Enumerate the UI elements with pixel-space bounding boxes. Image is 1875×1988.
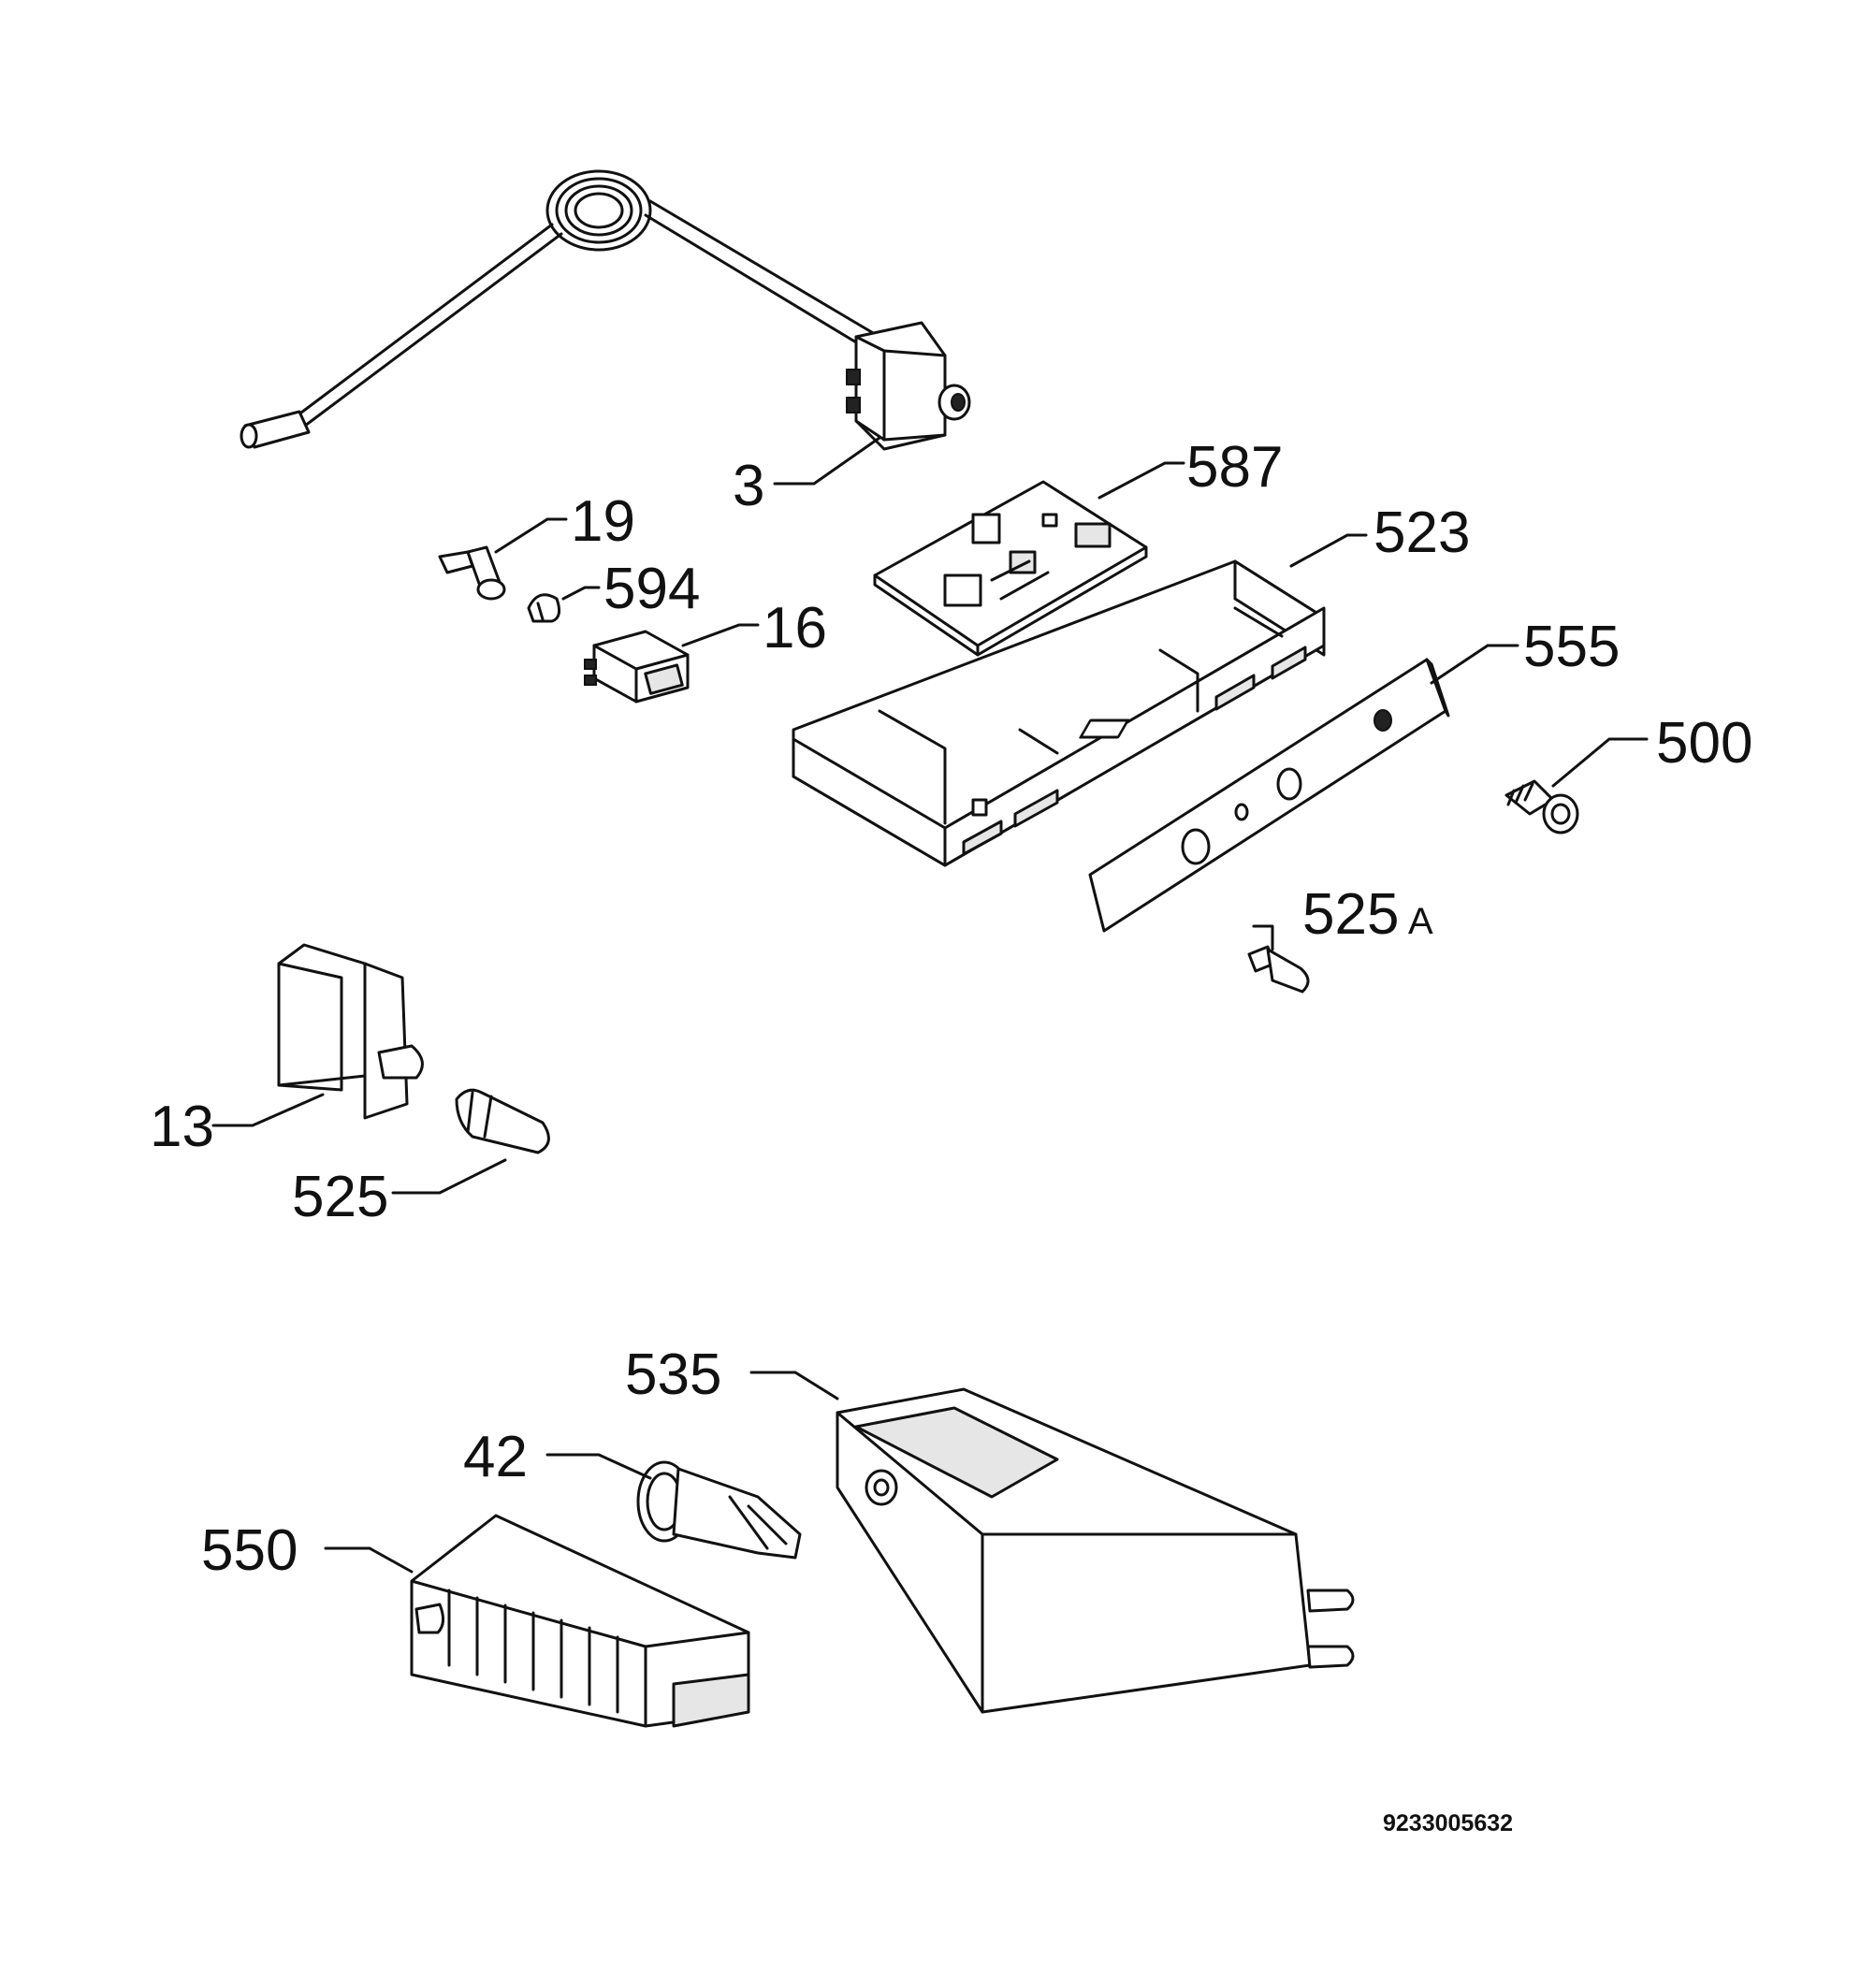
knob-part[interactable]	[527, 593, 561, 623]
thermostat-part[interactable]	[240, 169, 971, 451]
control-housing-part[interactable]	[792, 559, 1326, 867]
drawing-number: 9233005632	[1383, 1810, 1513, 1836]
leader-594	[561, 586, 601, 601]
leader-550	[324, 1546, 414, 1574]
leader-587	[1097, 461, 1185, 500]
lamp-bulb-part[interactable]	[455, 1088, 550, 1154]
light-cover-part[interactable]	[836, 1387, 1355, 1714]
label-523: 523	[1374, 501, 1470, 565]
label-13: 13	[150, 1095, 214, 1159]
label-19: 19	[571, 489, 635, 554]
leader-525	[391, 1158, 507, 1195]
leader-42	[545, 1453, 652, 1480]
lamp-cover-part[interactable]	[277, 943, 424, 1120]
rocker-switch-part[interactable]	[584, 630, 690, 704]
label-16: 16	[763, 596, 827, 660]
pin-part[interactable]	[438, 545, 506, 601]
leader-16	[681, 623, 760, 647]
leader-535	[749, 1371, 839, 1400]
label-594: 594	[603, 557, 700, 621]
label-587: 587	[1186, 435, 1283, 500]
label-42: 42	[463, 1425, 528, 1489]
leader-500	[1551, 737, 1649, 788]
leader-3	[773, 436, 881, 486]
label-525a-suffix: A	[1408, 901, 1433, 942]
lamp-socket-part[interactable]	[636, 1460, 802, 1560]
leader-555	[1430, 644, 1519, 685]
leader-19	[494, 517, 568, 554]
leader-13	[211, 1093, 325, 1127]
pcb-module-part[interactable]	[873, 480, 1148, 657]
label-555: 555	[1523, 615, 1620, 679]
label-550: 550	[201, 1518, 298, 1583]
label-500: 500	[1656, 711, 1752, 776]
label-525a: 525	[1302, 882, 1399, 947]
label-535: 535	[625, 1342, 721, 1407]
fascia-panel-part[interactable]	[1088, 658, 1450, 933]
leader-523	[1289, 533, 1368, 568]
label-525: 525	[292, 1165, 388, 1229]
indicator-lamp-part[interactable]	[1247, 924, 1310, 994]
label-3: 3	[733, 454, 764, 518]
lamp-holder-part[interactable]	[1504, 779, 1579, 834]
grille-cover-part[interactable]	[410, 1514, 750, 1728]
